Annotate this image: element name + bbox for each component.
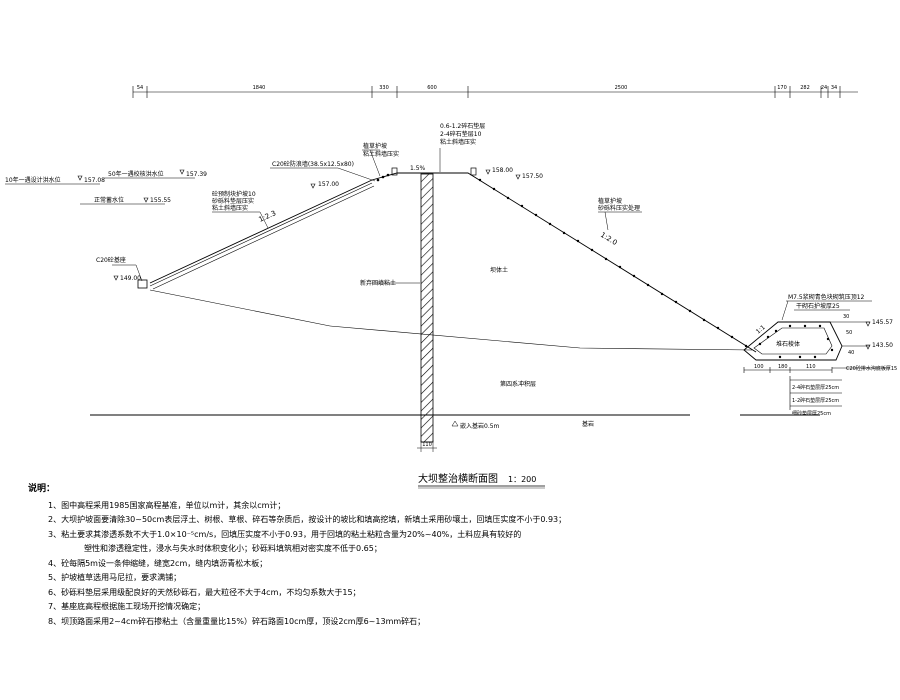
- upstream-pavement: [152, 185, 375, 290]
- toe-drain: [743, 321, 870, 361]
- label-right-layer-2: 1-2碎石垫层厚25cm: [792, 397, 839, 404]
- crest-wall: [391, 167, 477, 176]
- dim-top-4: 2500: [615, 85, 628, 91]
- label-right-grass-2: 砂砾料压实处理: [598, 204, 640, 212]
- upstream-pavement-2: [149, 182, 373, 287]
- label-grass-slope: 植草护坡: [363, 142, 387, 150]
- right-layer-boxes: [743, 367, 842, 410]
- label-m75-2: 干砌石护坡厚25: [796, 302, 840, 310]
- label-dim-40: 40: [848, 350, 854, 356]
- dim-top-2: 330: [379, 85, 389, 91]
- note-item: 2、大坝护坡面要清除30~50cm表层浮土、树根、草根、碎石等杂质后，按设计的坡…: [48, 515, 567, 524]
- dim-top-6: 282: [800, 85, 810, 91]
- wall-dimension: [417, 440, 437, 452]
- crest-right-level-2: 157.50: [522, 173, 543, 180]
- dim-top-8: 34: [831, 85, 837, 91]
- label-slope-right: 1:2.0: [599, 231, 619, 247]
- flood-10yr-value: 157.08: [84, 177, 105, 184]
- label-c20-drain: C20砼排水沟底板厚15: [846, 365, 897, 372]
- crest-left-level: 157.00: [318, 181, 339, 188]
- dim-top-3: 600: [427, 85, 437, 91]
- note-item: 4、砼每隔5m设一条伸缩缝，缝宽2cm，缝内填沥青松木板；: [48, 558, 268, 568]
- label-c20-wall-size: C20砼防浪墙(38.5x12.5x80): [272, 160, 354, 168]
- cutoff-wall: [420, 173, 434, 443]
- label-slope-toe: 1:1: [755, 324, 767, 336]
- label-foundation: 第四系冲积层: [500, 380, 536, 388]
- flood-10yr-label: 10年一遇设计洪水位: [5, 176, 61, 184]
- normal-level-label: 正常蓄水位: [94, 196, 124, 204]
- c20-toe-block: [137, 279, 148, 289]
- label-dim-100: 100: [754, 364, 764, 370]
- label-m75-1: M7.5浆砌青色块砌筑压顶12: [788, 293, 865, 301]
- water-level-marks: [5, 169, 871, 350]
- label-left-pave-2: 砂砾料垫层压实: [212, 197, 254, 205]
- leader-lines: [112, 148, 890, 369]
- label-bedrock: 基岩: [582, 420, 594, 428]
- label-left-pave-1: 砼预制块护坡10: [212, 190, 256, 198]
- dim-top-7: 24: [821, 85, 827, 91]
- drawing-scale: 1：200: [508, 475, 536, 484]
- label-dim-bottom-110: 110: [806, 364, 816, 370]
- dim-top-1: 1840: [253, 85, 266, 91]
- label-right-grass-1: 植草护坡: [598, 197, 622, 205]
- notes-block: 说明： 1、图中高程采用1985国家高程基准，单位以m计，其余以cm计； 2、大…: [28, 482, 888, 629]
- note-item: 7、基座底高程根据施工现场开挖情况确定；: [48, 602, 206, 611]
- notes-heading: 说明：: [28, 484, 56, 494]
- toe-right-level-1: 145.57: [872, 319, 893, 326]
- dam-profile: [90, 172, 820, 416]
- wall-thickness: 110: [422, 442, 432, 448]
- grass-dots-downstream: [478, 178, 748, 348]
- note-item: 8、坝顶路面采用2~4cm碎石掺粘土（含量重量比15%）碎石路面10cm厚，顶设…: [48, 616, 426, 626]
- label-dim-30: 30: [843, 314, 849, 320]
- label-right-layer-1: 2-4碎石垫层厚25cm: [792, 384, 839, 391]
- label-embed: 嵌入基岩0.5m: [460, 422, 500, 430]
- label-grass-slope-2: 粘土斜墙压实: [363, 150, 399, 158]
- dim-top-5: 170: [777, 85, 787, 91]
- note-item: 3、粘土要求其渗透系数不大于1.0×10⁻⁵cm/s，回填压实度不小于0.93，…: [48, 529, 522, 539]
- label-crest-slope: 1.5%: [410, 165, 426, 172]
- note-item: 塑性和渗透稳定性，浸水与失水时体积变化小；砂砾料填筑相对密实度不低于0.65；: [84, 544, 382, 553]
- drawing-title: 大坝整治横断面图: [418, 472, 498, 485]
- note-item: 1、图中高程采用1985国家高程基准，单位以m计，其余以cm计；: [48, 500, 286, 510]
- note-item: 6、砂砾料垫层采用级配良好的天然砂砾石，最大粒径不大于4cm，不均匀系数大于15…: [48, 587, 361, 597]
- label-crest-road-1: 0.6-1.2碎石垫层: [440, 122, 485, 130]
- label-crest-road-3: 粘土斜墙压实: [440, 138, 476, 146]
- flood-50yr-label: 50年一遇校核洪水位: [108, 170, 164, 178]
- toe-drain-dots: [758, 324, 834, 359]
- label-right-layer-3: 细砂垫层厚25cm: [792, 410, 831, 417]
- toe-right-level-2: 143.50: [872, 342, 893, 349]
- dim-top-0: 54: [137, 85, 143, 91]
- label-crest-road-2: 2-4碎石垫层10: [440, 130, 482, 138]
- toe-left-level: 149.00: [120, 275, 141, 282]
- label-c20-toe: C20砼基座: [96, 256, 126, 264]
- label-dim-bottom-180: 180: [778, 364, 788, 370]
- flood-50yr-value: 157.39: [186, 171, 207, 178]
- label-slope-left: 1:2.3: [258, 209, 278, 224]
- label-dam-body: 坝体土: [490, 266, 508, 274]
- crest-right-level-1: 158.00: [492, 167, 513, 174]
- top-dimension-chain: [132, 86, 858, 98]
- foundation-line-2: [329, 325, 753, 351]
- foundation-line: [149, 289, 331, 327]
- label-fill-clay: 新弃回填粘土: [360, 279, 396, 287]
- note-item: 5、护坡植草选用马尼拉，要求满铺；: [48, 573, 182, 582]
- embed-marker: [451, 420, 459, 427]
- label-toe-drain: 堆石棱体: [776, 340, 800, 348]
- label-dim-50: 50: [846, 330, 852, 336]
- top-dimension-labels: 54 1840 330 600 2500 170 282 24 34: [137, 85, 837, 91]
- grass-dots-upstream: [376, 173, 390, 182]
- label-left-pave-3: 粘土斜墙压实: [212, 204, 248, 212]
- normal-level-value: 155.55: [150, 197, 171, 204]
